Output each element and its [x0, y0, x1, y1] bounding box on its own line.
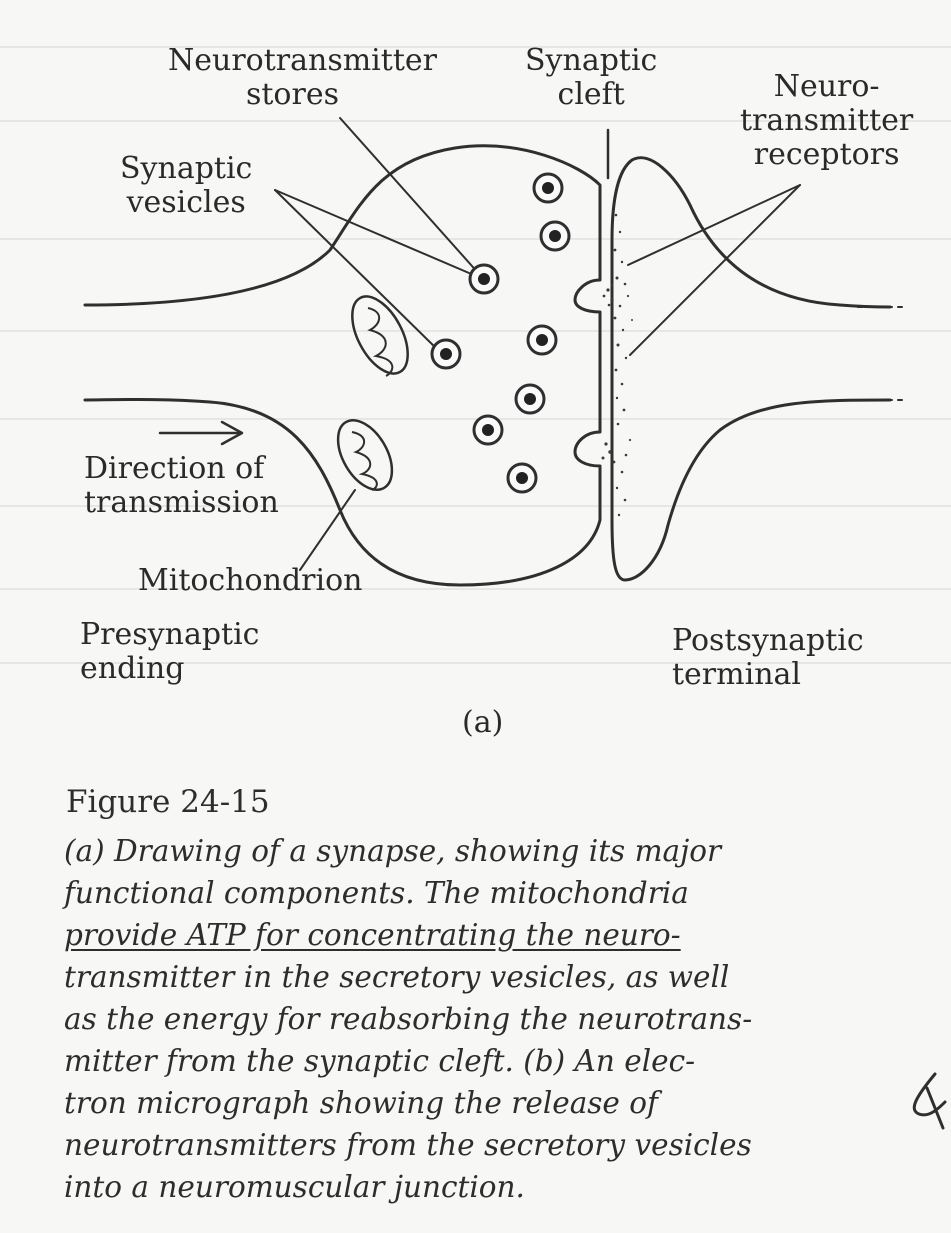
label-line: Neuro-	[740, 70, 913, 104]
label-line: transmission	[84, 486, 279, 520]
mitochondrion-lower	[327, 411, 403, 499]
mitochondrion-leader	[300, 490, 355, 570]
panel-label: (a)	[462, 706, 503, 740]
label-line: Presynaptic	[80, 618, 260, 652]
synaptic-vesicle	[470, 265, 498, 293]
caption-line: tron micrograph showing the release of	[64, 1082, 914, 1124]
label-line: ending	[80, 652, 260, 686]
label-line: vesicles	[120, 186, 252, 220]
synaptic-vesicle	[534, 174, 562, 202]
label-direction-of-transmission: Direction of transmission	[84, 452, 279, 520]
caption-line: transmitter in the secretory vesicles, a…	[64, 956, 914, 998]
synaptic-vesicle	[474, 416, 502, 444]
stores-leader	[340, 118, 480, 275]
synaptic-vesicle	[432, 340, 460, 368]
vesicles-leader-1	[275, 190, 476, 276]
label-line: cleft	[525, 78, 657, 112]
label-line: Synaptic	[120, 152, 252, 186]
label-neurotransmitter-receptors: Neuro- transmitter receptors	[740, 70, 913, 172]
caption-line: as the energy for reabsorbing the neurot…	[64, 998, 914, 1040]
figure-caption: (a) Drawing of a synapse, showing its ma…	[64, 830, 914, 1208]
label-line: receptors	[740, 138, 913, 172]
caption-line: (a) Drawing of a synapse, showing its ma…	[64, 830, 914, 872]
figure-title: Figure 24-15	[66, 784, 270, 820]
label-synaptic-cleft: Synaptic cleft	[525, 44, 657, 112]
receptors-leader-1	[628, 185, 800, 265]
label-neurotransmitter-stores: Neurotransmitter stores	[168, 44, 437, 112]
mitochondrion-upper	[341, 288, 419, 383]
synaptic-vesicle	[508, 464, 536, 492]
label-mitochondrion: Mitochondrion	[138, 564, 362, 598]
handwritten-mark	[905, 1068, 949, 1138]
label-line: terminal	[672, 658, 864, 692]
label-presynaptic-ending: Presynaptic ending	[80, 618, 260, 686]
label-line: transmitter	[740, 104, 913, 138]
caption-line: into a neuromuscular junction.	[64, 1166, 914, 1208]
synaptic-vesicle	[516, 385, 544, 413]
synaptic-vesicle	[528, 326, 556, 354]
caption-line: functional components. The mitochondria	[64, 872, 914, 914]
label-synaptic-vesicles: Synaptic vesicles	[120, 152, 252, 220]
caption-line: provide ATP for concentrating the neuro-	[64, 914, 914, 956]
caption-line: neurotransmitters from the secretory ves…	[64, 1124, 914, 1166]
postsynaptic-membrane	[612, 158, 890, 580]
neurotransmitter-stipple	[602, 214, 634, 517]
vesicle-group	[432, 174, 569, 492]
label-line: Direction of	[84, 452, 279, 486]
label-line: Postsynaptic	[672, 624, 864, 658]
caption-line: mitter from the synaptic cleft. (b) An e…	[64, 1040, 914, 1082]
label-line: Synaptic	[525, 44, 657, 78]
receptors-leader-2	[630, 185, 800, 355]
label-line: Neurotransmitter	[168, 44, 437, 78]
label-line: stores	[148, 78, 437, 112]
label-postsynaptic-terminal: Postsynaptic terminal	[672, 624, 864, 692]
synaptic-vesicle	[541, 222, 569, 250]
